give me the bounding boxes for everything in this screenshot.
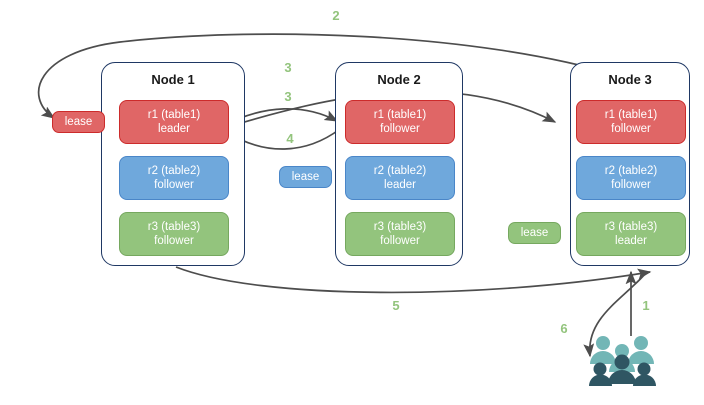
lease-badge-red[interactable]: lease	[52, 111, 105, 133]
replica-r2[interactable]: r2 (table2) follower	[119, 156, 229, 200]
replica-r1[interactable]: r1 (table1) follower	[345, 100, 455, 144]
replica-role: follower	[154, 235, 194, 247]
replica-name: r1 (table1)	[147, 109, 201, 121]
node-title: Node 3	[608, 72, 652, 87]
replica-role: leader	[158, 123, 190, 135]
replica-name: r3 (table3)	[373, 221, 427, 233]
step-label-2: 2	[332, 8, 340, 23]
step-label-6: 6	[560, 321, 568, 336]
replica-name: r2 (table2)	[147, 165, 201, 177]
replica-name: r1 (table1)	[604, 109, 658, 121]
replica-role: follower	[380, 123, 420, 135]
replica-name: r2 (table2)	[604, 165, 658, 177]
replica-role: follower	[611, 179, 651, 191]
node-title: Node 1	[151, 72, 195, 87]
users-group-icon	[589, 336, 656, 386]
replica-role: follower	[380, 235, 420, 247]
step-label-1: 1	[642, 298, 650, 313]
edge-5	[175, 266, 652, 294]
replica-name: r1 (table1)	[373, 109, 427, 121]
replica-role: follower	[154, 179, 194, 191]
replica-role: follower	[611, 123, 651, 135]
step-label-3-upper: 3	[284, 60, 292, 75]
replica-r3[interactable]: r3 (table3) follower	[119, 212, 229, 256]
node-title: Node 2	[377, 72, 421, 87]
replica-r3[interactable]: r3 (table3) follower	[345, 212, 455, 256]
replica-r2[interactable]: r2 (table2) follower	[576, 156, 686, 200]
replica-role: leader	[615, 235, 647, 247]
lease-badge-green[interactable]: lease	[508, 222, 561, 244]
node-card-3[interactable]: Node 3 r1 (table1) follower r2 (table2) …	[570, 62, 690, 266]
replica-r2[interactable]: r2 (table2) leader	[345, 156, 455, 200]
edge-6	[583, 273, 646, 358]
replica-r3[interactable]: r3 (table3) leader	[576, 212, 686, 256]
node-card-1[interactable]: Node 1 r1 (table1) leader r2 (table2) fo…	[101, 62, 245, 266]
node-card-2[interactable]: Node 2 r1 (table1) follower r2 (table2) …	[335, 62, 463, 266]
replica-r1[interactable]: r1 (table1) follower	[576, 100, 686, 144]
replica-name: r3 (table3)	[604, 221, 658, 233]
step-label-5: 5	[392, 298, 400, 313]
replica-name: r2 (table2)	[373, 165, 427, 177]
lease-badge-blue[interactable]: lease	[279, 166, 332, 188]
replica-r1[interactable]: r1 (table1) leader	[119, 100, 229, 144]
edge-2	[37, 33, 621, 119]
replica-name: r3 (table3)	[147, 221, 201, 233]
replica-role: leader	[384, 179, 416, 191]
step-label-4: 4	[286, 131, 294, 146]
step-label-3-lower: 3	[284, 89, 292, 104]
